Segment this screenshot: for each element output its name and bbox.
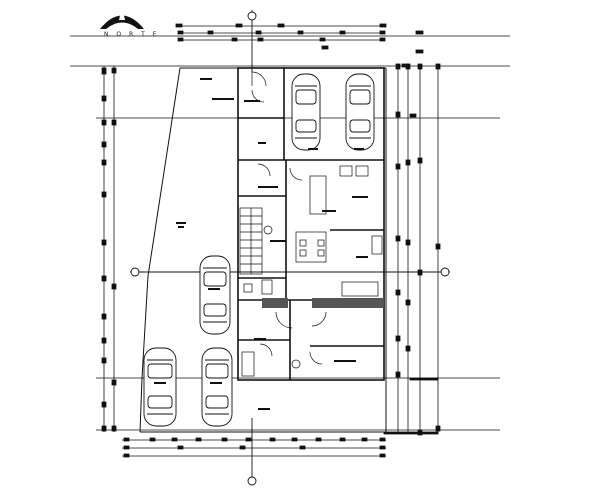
top-dimensions [175, 23, 424, 54]
car-icon [143, 73, 375, 427]
north-arrow-icon [70, 6, 510, 37]
door-swing-icon [251, 71, 327, 365]
section-marker-icon [130, 10, 450, 486]
furniture [241, 165, 383, 377]
stair-icon [239, 207, 263, 275]
north-label: N O R T E [104, 31, 160, 38]
left-dimensions [101, 66, 117, 432]
room-labels [154, 78, 368, 410]
right-dimensions [383, 63, 441, 436]
bottom-dimensions [122, 437, 386, 458]
kitchen-counter [262, 298, 384, 308]
